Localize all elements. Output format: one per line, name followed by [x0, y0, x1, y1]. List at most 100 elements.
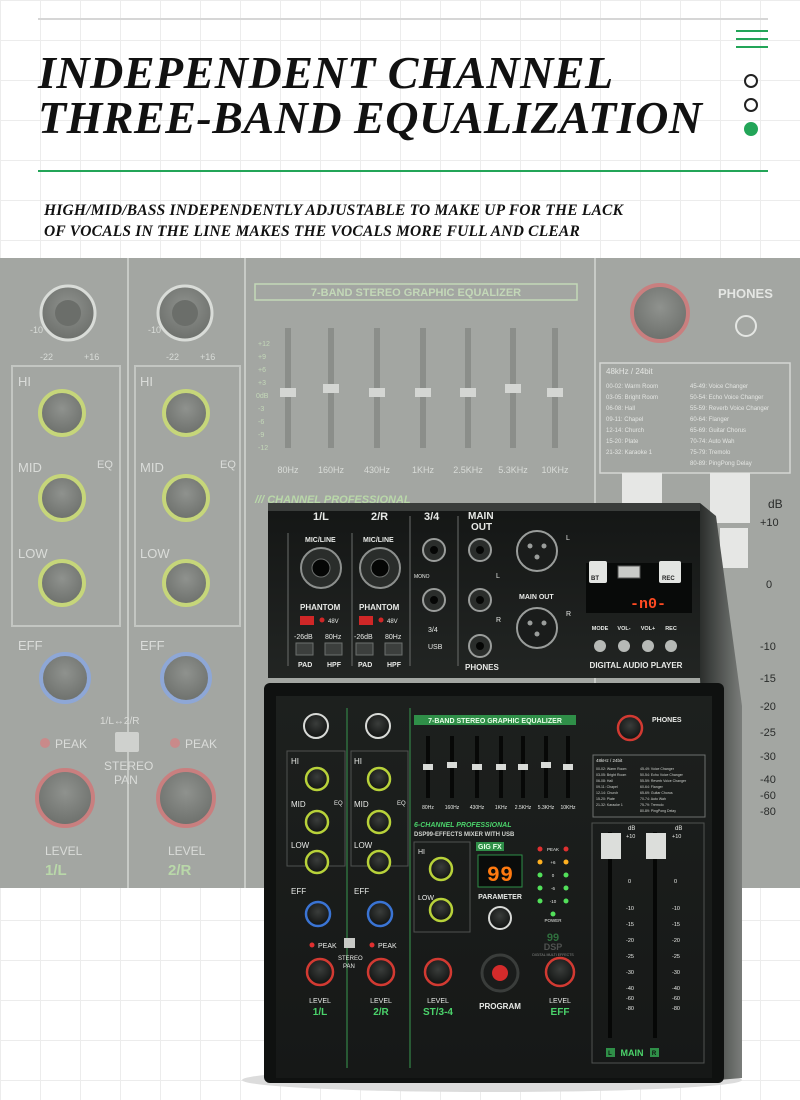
main-fader-l[interactable]: [601, 833, 621, 859]
hi-knob-1[interactable]: [304, 766, 330, 792]
usb-34-label: 3/4: [428, 627, 438, 634]
program-knob[interactable]: [480, 953, 520, 993]
eq-fader-80[interactable]: [423, 764, 433, 770]
phantom-48v-2: 48V: [387, 619, 398, 625]
bt-label: BT: [591, 576, 599, 582]
bg-peak-label-2: PEAK: [185, 737, 217, 751]
phantom-switch-1[interactable]: [300, 616, 314, 625]
meter-label-0: PEAK: [547, 847, 559, 852]
fp-band-6: 10KHz: [560, 805, 576, 811]
mainout-label: MAIN OUT: [519, 594, 554, 601]
low-knob-st34[interactable]: [428, 897, 454, 923]
pad-button-1[interactable]: [295, 642, 314, 656]
btn-rec-label: REC: [665, 626, 677, 632]
hi-knob-st34[interactable]: [428, 856, 454, 882]
gain-knob-1[interactable]: [303, 713, 329, 739]
hpf-hz-1: 80Hz: [325, 634, 342, 641]
fp-eff-1: EFF: [291, 887, 306, 896]
usb-port[interactable]: [617, 565, 641, 579]
level-knob-2[interactable]: [366, 957, 396, 987]
fp-preset-5: 15-20: Plate: [596, 797, 615, 801]
bg-preset-5: 15-20: Plate: [606, 439, 639, 445]
mid-knob-2[interactable]: [366, 809, 392, 835]
bg-scale-3: -15: [760, 673, 776, 685]
slide-dot-2[interactable]: [744, 98, 758, 112]
phantom-switch-2[interactable]: [359, 616, 373, 625]
xlr-out-r[interactable]: [516, 607, 558, 649]
fp-scale-l9: -80: [626, 1006, 634, 1012]
parameter-knob[interactable]: [488, 906, 512, 930]
hpf-button-2[interactable]: [384, 642, 403, 656]
level-knob-st34[interactable]: [423, 957, 453, 987]
eq-fader-430[interactable]: [472, 764, 482, 770]
eff-send-knob-2[interactable]: [366, 900, 394, 928]
fp-peak-1: PEAK: [318, 943, 337, 950]
hi-knob-2[interactable]: [366, 766, 392, 792]
fp-scale-r5: -25: [672, 954, 680, 960]
xlr-out-l[interactable]: [516, 530, 558, 572]
combo-jack-1[interactable]: [300, 547, 342, 589]
bg-level-label-2: LEVEL: [168, 844, 206, 858]
low-knob-1[interactable]: [304, 849, 330, 875]
bg-preset-3: 09-11: Chapel: [606, 417, 643, 423]
slide-dot-1[interactable]: [744, 74, 758, 88]
bg-band-0: 80Hz: [277, 465, 299, 475]
gain-knob-2[interactable]: [365, 713, 391, 739]
slide-dot-3-active[interactable]: [744, 122, 758, 136]
fp-db-1: dB: [628, 826, 635, 832]
hpf-button-1[interactable]: [324, 642, 343, 656]
vol-minus-button[interactable]: [618, 640, 630, 652]
eq-fader-160[interactable]: [447, 762, 457, 768]
pad-button-2[interactable]: [355, 642, 374, 656]
low-knob-2[interactable]: [366, 849, 392, 875]
eff-send-knob-1[interactable]: [304, 900, 332, 928]
bg-band-5: 5.3KHz: [498, 465, 528, 475]
fp-scale-r6: -30: [672, 970, 680, 976]
fp-level-4: LEVEL: [549, 998, 571, 1005]
bg-hi-label: HI: [18, 374, 31, 389]
bg-eq-scale-6: -6: [258, 419, 264, 426]
fp-low-2: LOW: [354, 841, 373, 850]
fp-brand-1: 6-CHANNEL PROFESSIONAL: [414, 822, 512, 829]
combo-jack-2[interactable]: [359, 547, 401, 589]
fp-preset-0: 00-02: Warm Room: [596, 767, 626, 771]
bg-scale-9: -80: [760, 806, 776, 818]
rec-button[interactable]: [665, 640, 677, 652]
fp-scale-r4: -20: [672, 938, 680, 944]
bg-eq-scale-2: +6: [258, 367, 266, 374]
phones-jack-label: PHONES: [465, 663, 499, 672]
bg-preset-2: 06-08: Hall: [606, 406, 635, 412]
phantom-48v-1: 48V: [328, 619, 339, 625]
eq-fader-5k3[interactable]: [541, 762, 551, 768]
eq-fader-2k5[interactable]: [518, 764, 528, 770]
program-label: PROGRAM: [479, 1002, 521, 1011]
feature-description: HIGH/MID/BASS INDEPENDENTLY ADJUSTABLE T…: [44, 200, 623, 242]
fp-preset-b0: 45-49: Voice Changer: [640, 767, 675, 771]
bg-eq-scale-1: +9: [258, 354, 266, 361]
bg-low-label-2: LOW: [140, 546, 170, 561]
level-knob-1[interactable]: [305, 957, 335, 987]
mode-button[interactable]: [594, 640, 606, 652]
eq-fader-1k[interactable]: [496, 764, 506, 770]
slide-pagination: [744, 74, 760, 138]
fp-preset-b6: 75-79: Tremolo: [640, 803, 664, 807]
main-fader-r[interactable]: [646, 833, 666, 859]
menu-icon[interactable]: [736, 30, 768, 48]
bg-ch2-label: 2/R: [168, 862, 192, 879]
gig-fx-label: GIG FX: [478, 844, 502, 851]
mid-knob-1[interactable]: [304, 809, 330, 835]
fp-level-1: LEVEL: [309, 998, 331, 1005]
vol-plus-button[interactable]: [642, 640, 654, 652]
bg-preset-b1: 50-54: Echo Voice Changer: [690, 395, 763, 401]
bg-eq-scale-8: -12: [258, 445, 268, 452]
mono-label: MONO: [414, 574, 430, 580]
fp-scale-r3: -15: [672, 922, 680, 928]
phones-level-knob[interactable]: [616, 714, 644, 742]
fp-scale-r7: -40: [672, 986, 680, 992]
fp-scale-l3: -15: [626, 922, 634, 928]
player-display: -n0-: [630, 596, 666, 613]
fp-peak-2: PEAK: [378, 943, 397, 950]
eff-return-knob[interactable]: [544, 956, 576, 988]
eq-fader-10k[interactable]: [563, 764, 573, 770]
stereo-pan-button[interactable]: [344, 938, 355, 948]
